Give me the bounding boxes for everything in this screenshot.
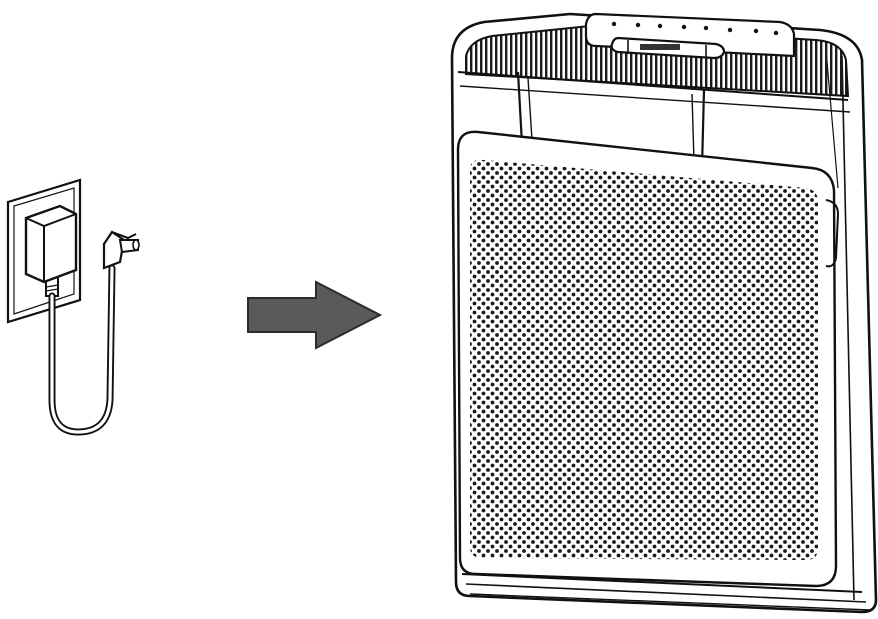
control-panel-icon	[586, 14, 794, 58]
arrow-right-icon	[248, 282, 380, 348]
power-adapter-group	[8, 180, 139, 432]
dc-plug-icon	[104, 232, 139, 268]
air-purifier-icon	[452, 14, 876, 612]
front-grille	[468, 156, 820, 562]
